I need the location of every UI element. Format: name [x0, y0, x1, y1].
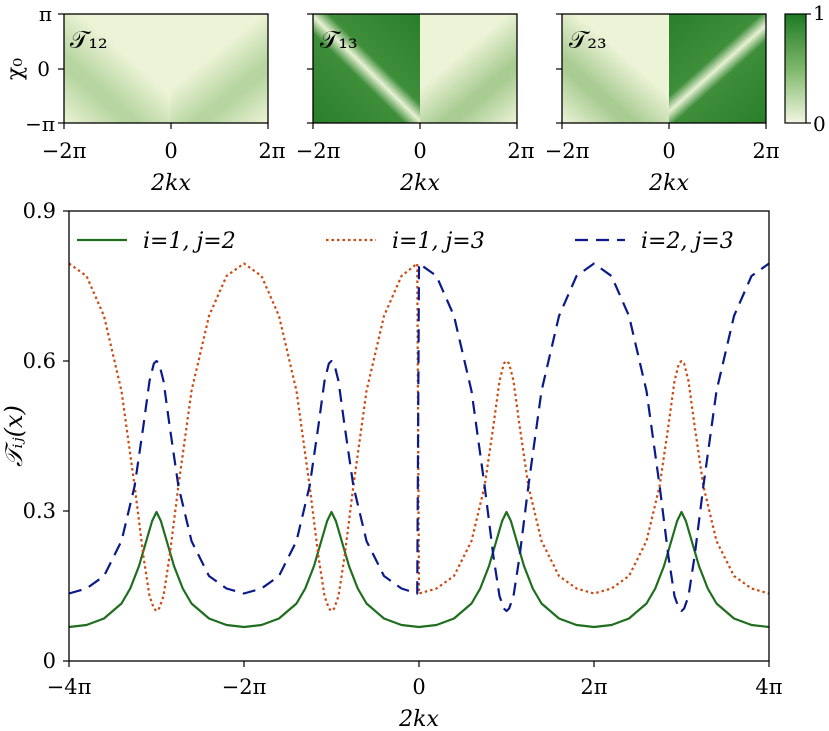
x-tick-label: 2π — [258, 139, 285, 163]
y-tick-label: π — [39, 2, 52, 26]
legend: i=1, j=2 i=1, j=3 i=2, j=3 — [77, 229, 734, 254]
heatmap-panel-t12: 𝒯₁₂ π 0 −π χ₀ −2π 0 2π 2kx — [3, 2, 286, 196]
line-chart-series — [68, 262, 770, 629]
heatmap-t13-label: 𝒯₁₃ — [320, 26, 358, 54]
x-tick-label: 2π — [507, 139, 534, 163]
legend-label-2: i=1, j=3 — [392, 229, 485, 254]
heatmap-t12-right — [171, 14, 268, 123]
line-chart-frame — [68, 210, 770, 662]
legend-label-3: i=2, j=3 — [641, 229, 734, 254]
heatmap-t23-label: 𝒯₂₃ — [569, 26, 607, 54]
x-tick-label: −2π — [222, 675, 267, 699]
x-axis-label: 2kx — [648, 171, 689, 196]
x-tick-label: 0 — [662, 139, 675, 163]
heatmap-t23-left — [562, 14, 669, 123]
x-tick-label: −4π — [47, 675, 92, 699]
line-chart-axes: −4π −2π 0 2π 4π 0 0.3 0.6 0.9 — [23, 199, 783, 699]
heatmap-t12-left — [64, 14, 171, 123]
y-tick-label: 0.3 — [23, 499, 56, 523]
x-tick-label: 0 — [413, 139, 426, 163]
x-tick-label: 4π — [755, 675, 782, 699]
y-tick-label: 0 — [43, 649, 56, 673]
colorbar-gradient — [784, 13, 807, 124]
heatmap-t12-label: 𝒯₁₂ — [70, 26, 108, 54]
y-tick-label: 0.9 — [23, 199, 56, 223]
x-tick-label: 0 — [412, 675, 425, 699]
x-tick-label: −2π — [296, 139, 341, 163]
x-tick-label: 2π — [752, 139, 779, 163]
legend-label-1: i=1, j=2 — [143, 229, 236, 254]
line-chart-y-axis-label: 𝒯ᵢⱼ(x) — [0, 405, 28, 467]
x-tick-label: −2π — [545, 139, 590, 163]
line-chart-x-axis-label: 2kx — [398, 707, 439, 731]
colorbar-tick-label: 0 — [813, 112, 826, 136]
series-line-3 — [68, 262, 770, 613]
colorbar-tick-label: 1 — [813, 1, 826, 25]
heatmap-t13-left — [313, 14, 420, 123]
colorbar: 1 0 — [784, 1, 826, 136]
heatmap-panel-t23: 𝒯₂₃ −2π 0 2π 2kx — [545, 13, 780, 196]
x-tick-label: 0 — [164, 139, 177, 163]
y-axis-label: χ₀ — [3, 58, 28, 80]
x-tick-label: −2π — [42, 139, 87, 163]
heatmap-t23-right — [669, 14, 766, 123]
series-line-1 — [68, 510, 770, 629]
heatmap-t13-right — [420, 14, 517, 123]
y-tick-label: 0.6 — [23, 349, 56, 373]
x-axis-label: 2kx — [150, 171, 191, 196]
heatmap-panel-t13: 𝒯₁₃ −2π 0 2π 2kx — [296, 13, 535, 196]
x-tick-label: 2π — [580, 675, 607, 699]
x-axis-label: 2kx — [399, 171, 440, 196]
y-tick-label: 0 — [37, 57, 50, 81]
y-tick-label: −π — [25, 112, 55, 136]
